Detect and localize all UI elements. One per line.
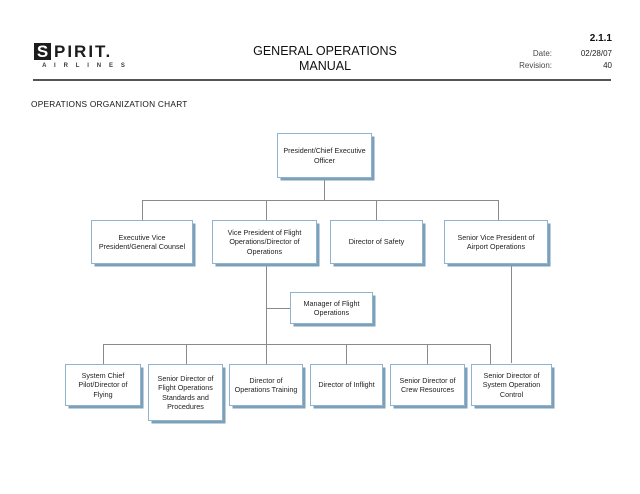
connector-drop-sd-soc-seg bbox=[490, 344, 491, 364]
org-node-senior-director-of-crew-resources[interactable]: Senior Director of Crew Resources bbox=[390, 364, 465, 406]
connector-drop-evp-gc bbox=[142, 200, 143, 220]
connector-manager-branch bbox=[266, 308, 290, 309]
date-label: Date: bbox=[532, 49, 552, 58]
section-title: OPERATIONS ORGANIZATION CHART bbox=[31, 99, 188, 109]
org-node-manager-of-flight-operations[interactable]: Manager of Flight Operations bbox=[290, 292, 373, 324]
connector-drop-sd-stds bbox=[186, 344, 187, 364]
org-node-senior-director-system-operation-control[interactable]: Senior Director of System Operation Cont… bbox=[471, 364, 552, 406]
org-node-senior-director-flight-ops-standards-procedures[interactable]: Senior Director of Flight Operations Sta… bbox=[148, 364, 223, 421]
connector-row3-bus bbox=[103, 344, 490, 345]
page-title: GENERAL OPERATIONS MANUAL bbox=[190, 44, 460, 74]
connector-row1-bus bbox=[142, 200, 499, 201]
logo-subtitle: A I R L I N E S bbox=[42, 63, 128, 69]
org-node-system-chief-pilot-director-of-flying[interactable]: System Chief Pilot/Director of Flying bbox=[65, 364, 141, 406]
connector-drop-dir-train bbox=[266, 344, 267, 364]
org-node-ceo[interactable]: President/Chief Executive Officer bbox=[277, 133, 372, 178]
date-row: Date: 02/28/07 bbox=[462, 48, 612, 59]
org-node-director-of-safety[interactable]: Director of Safety bbox=[330, 220, 423, 264]
spirit-airlines-logo: S PIRIT. A I R L I N E S bbox=[33, 41, 143, 75]
revision-value: 40 bbox=[603, 61, 612, 70]
revision-row: Revision: 40 bbox=[462, 60, 612, 71]
org-node-director-of-operations-training[interactable]: Director of Operations Training bbox=[229, 364, 303, 406]
connector-drop-sys-pilot bbox=[103, 344, 104, 364]
date-value: 02/28/07 bbox=[580, 49, 612, 58]
document-header: S PIRIT. A I R L I N E S GENERAL OPERATI… bbox=[0, 0, 640, 86]
logo-s-mark-icon: S bbox=[33, 41, 52, 61]
logo-wordmark-text: PIRIT. bbox=[54, 41, 113, 61]
connector-drop-dir-safety bbox=[376, 200, 377, 220]
connector-drop-vp-flight bbox=[266, 200, 267, 220]
document-number: 2.1.1 bbox=[589, 33, 612, 44]
connector-drop-sd-crew bbox=[427, 344, 428, 364]
revision-label: Revision: bbox=[519, 61, 552, 70]
header-metadata: 2.1.1 Date: 02/28/07 Revision: 40 bbox=[462, 33, 612, 72]
connector-svp-airport-to-soc bbox=[511, 264, 512, 363]
org-node-senior-vice-president-airport-operations[interactable]: Senior Vice President of Airport Operati… bbox=[444, 220, 548, 264]
org-node-vice-president-flight-operations[interactable]: Vice President of Flight Operations/Dire… bbox=[212, 220, 317, 264]
header-divider bbox=[33, 79, 611, 81]
connector-ceo-stem bbox=[324, 178, 325, 200]
page-title-line-2: MANUAL bbox=[298, 59, 352, 73]
connector-drop-dir-inflight bbox=[346, 344, 347, 364]
connector-drop-svp-airport bbox=[498, 200, 499, 220]
connector-vp-flight-spine bbox=[266, 264, 267, 344]
page-title-line-1: GENERAL OPERATIONS bbox=[253, 44, 397, 58]
logo-wordmark: S PIRIT. bbox=[33, 41, 143, 61]
org-node-director-of-inflight[interactable]: Director of Inflight bbox=[310, 364, 383, 406]
org-node-executive-vice-president-general-counsel[interactable]: Executive Vice President/General Counsel bbox=[91, 220, 193, 264]
